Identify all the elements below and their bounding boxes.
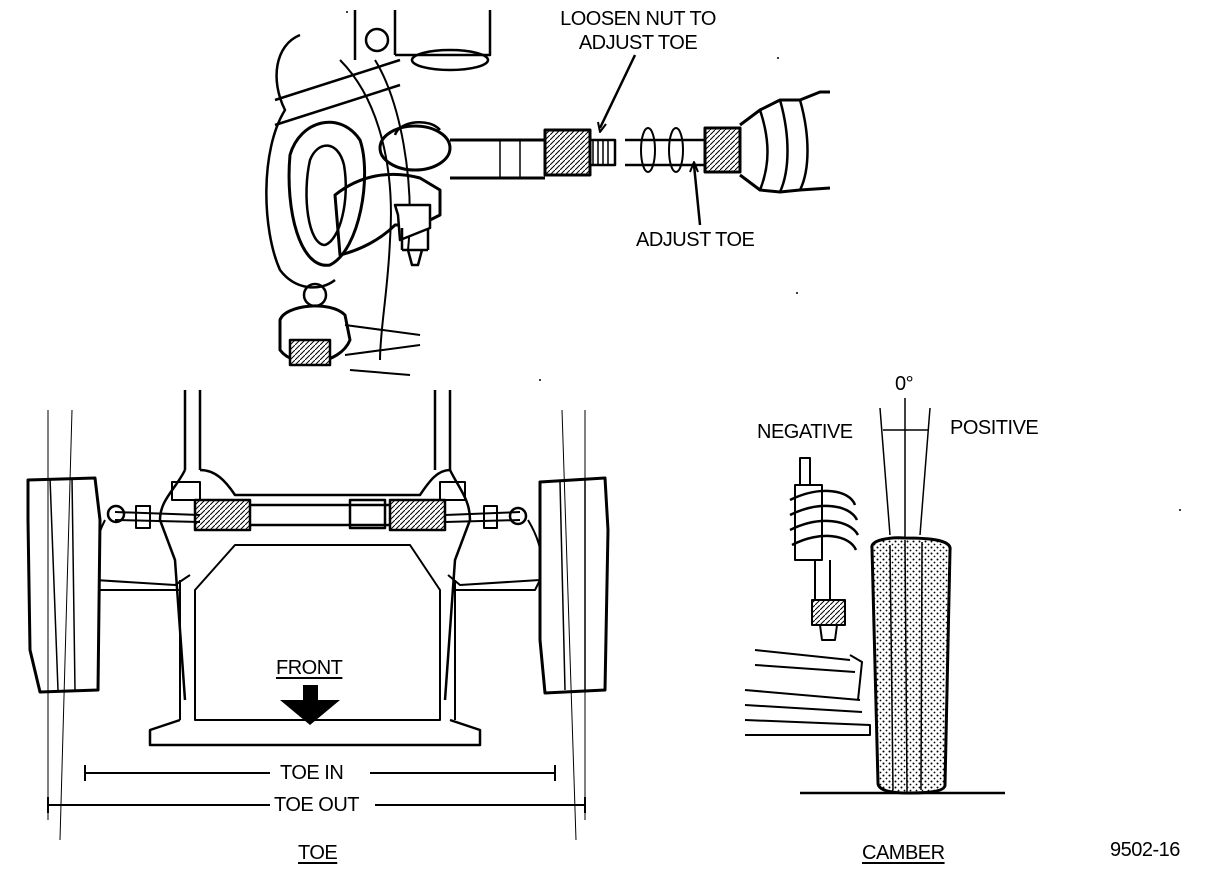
camber-diagram	[744, 398, 1005, 795]
front-label: FRONT	[276, 657, 343, 679]
toe-diagram	[26, 390, 610, 841]
tie-rod-assembly-drawing	[265, 10, 831, 376]
camber-tire	[870, 536, 952, 795]
adjust-toe-label: ADJUST TOE	[636, 229, 755, 251]
negative-label: NEGATIVE	[757, 421, 853, 443]
zero-degree-label: 0°	[895, 373, 914, 395]
toe-in-label: TOE IN	[280, 762, 344, 784]
loosen-nut-label-line2: ADJUST TOE	[578, 32, 698, 54]
loosen-nut-label-line1: LOOSEN NUT TO	[560, 8, 716, 30]
toe-out-label: TOE OUT	[274, 794, 360, 816]
positive-label: POSITIVE	[950, 417, 1039, 439]
front-arrow-icon	[280, 685, 340, 725]
figure-number: 9502-16	[1110, 839, 1180, 861]
toe-caption: TOE	[298, 842, 338, 864]
scan-specks	[264, 11, 1181, 746]
camber-caption: CAMBER	[862, 842, 945, 864]
